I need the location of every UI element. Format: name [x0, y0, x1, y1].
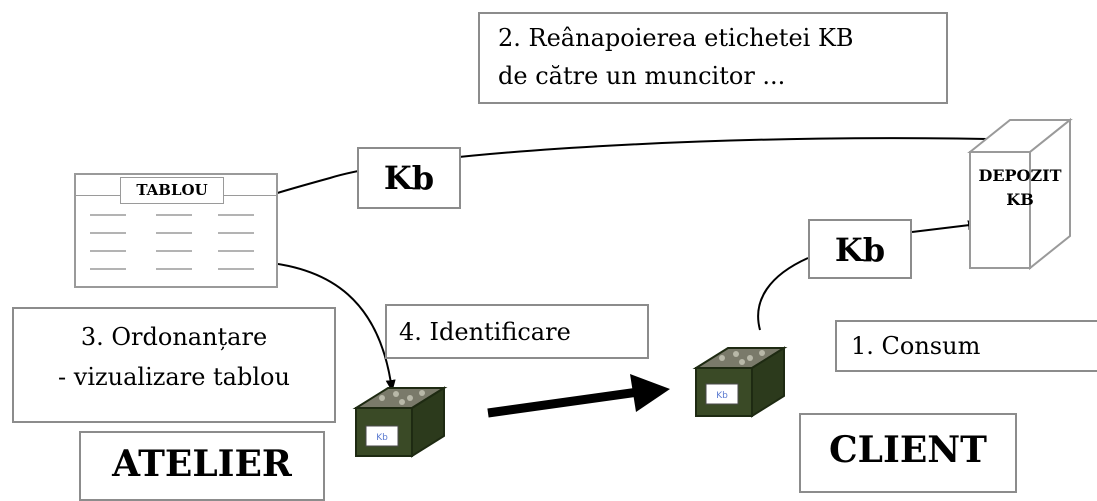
board-title: TABLOU [136, 181, 208, 199]
depot-cube [967, 117, 1073, 271]
transfer-arrow-head [630, 374, 670, 412]
kanban-card-right-label: Kb [834, 231, 886, 269]
step4-box: 4. Identificare [385, 304, 649, 359]
depot-label-2: KB [1006, 190, 1034, 209]
client-bin: Kb [692, 346, 788, 418]
step3-line1: 3. Ordonanțare [80, 323, 268, 351]
board-title-box: TABLOU [120, 177, 224, 204]
step3-box: 3. Ordonanțare - vizualizare tablou [12, 307, 336, 423]
workshop-box: ATELIER [79, 431, 325, 501]
transfer-arrow-shaft [487, 387, 639, 418]
workshop-bin: Kb [352, 386, 448, 458]
board-slots [90, 214, 254, 270]
client-to-kb-line [757, 257, 809, 331]
kanban-card-top-label: Kb [383, 159, 435, 197]
board-to-bin-arrow [261, 261, 396, 392]
depot-label-1: DEPOZIT [978, 166, 1062, 185]
step4-text: 4. Identificare [399, 318, 571, 346]
step3-line2: - vizualizare tablou [58, 363, 290, 391]
step2-box: 2. Reânapoierea etichetei KB de către un… [478, 12, 948, 104]
workshop-title: ATELIER [112, 443, 292, 485]
kanban-card-top: Kb [357, 147, 461, 209]
client-box: CLIENT [799, 413, 1017, 493]
workshop-bin-card: Kb [376, 433, 388, 443]
client-title: CLIENT [829, 429, 987, 471]
step2-line2: de către un muncitor ... [498, 62, 786, 90]
step1-box: 1. Consum [835, 320, 1097, 372]
client-bin-card: Kb [716, 391, 728, 401]
kanban-board: TABLOU [74, 173, 278, 288]
step2-line1: 2. Reânapoierea etichetei KB [498, 24, 854, 52]
kanban-card-right: Kb [808, 219, 912, 279]
step1-text: 1. Consum [851, 332, 981, 360]
kb-to-depot-arrow [911, 220, 980, 233]
